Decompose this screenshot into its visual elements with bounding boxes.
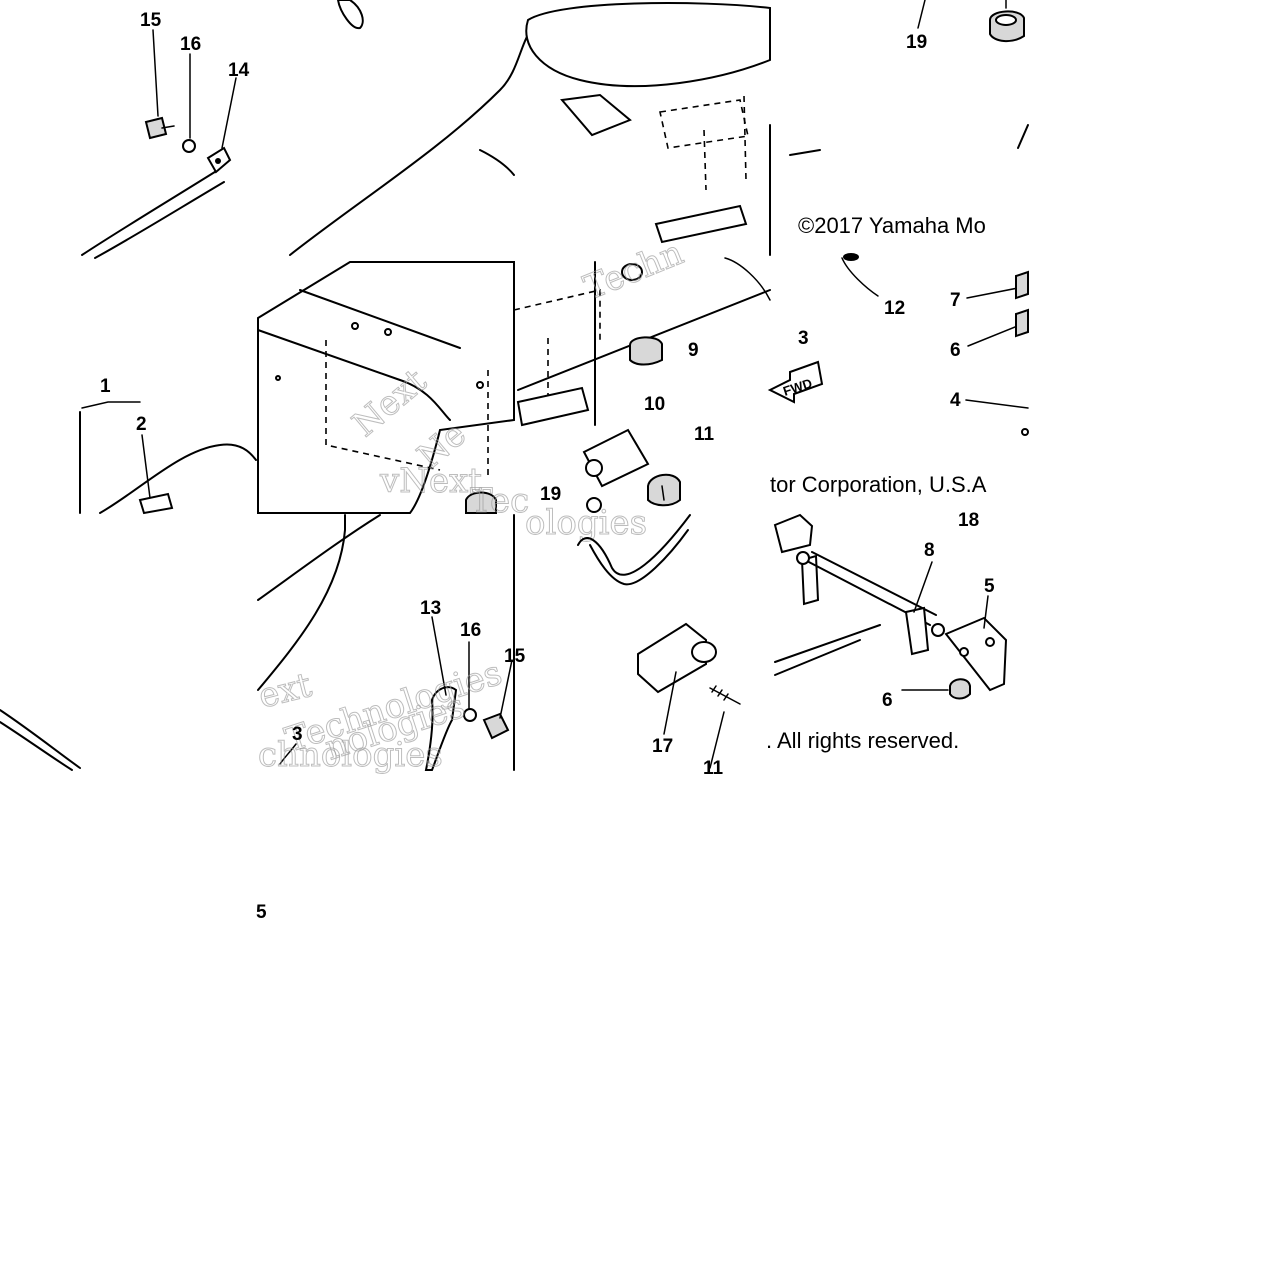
callout-5-left: 5 — [256, 902, 267, 923]
callout-3-lower: 3 — [292, 724, 303, 745]
tile-top-right: ©2017 Yamaha Mo — [789, 0, 1029, 238]
seat-hook — [560, 93, 632, 137]
callout-3-upper: 3 — [798, 328, 809, 349]
callout-19-mid: 19 — [540, 484, 561, 505]
fwd-arrow-icon — [767, 360, 824, 404]
watermark-ologies: ologies — [525, 503, 647, 543]
callout-11-lower: 11 — [703, 758, 724, 779]
tile-right-middle: tor Corporation, U.S.A — [770, 253, 1029, 497]
copyright-notice-line2: tor Corporation, U.S.A — [770, 472, 987, 497]
damper-pad-2 — [516, 386, 590, 427]
callout-6-lower: 6 — [882, 690, 893, 711]
tile-center: vNext Tec — [257, 261, 530, 522]
damper-rubber — [629, 336, 663, 366]
callout-19-top: 19 — [906, 32, 927, 53]
watermark-techn: Techn — [578, 233, 688, 309]
bolt-head-2 — [482, 712, 510, 740]
callout-5-right: 5 — [984, 576, 995, 597]
watermark-chnologies: chnologies — [258, 735, 443, 775]
damper-pad — [654, 204, 748, 244]
callout-12: 12 — [884, 298, 905, 319]
copyright-notice-line1: ©2017 Yamaha Mo — [798, 213, 986, 238]
hinge-bracket-left — [773, 513, 814, 554]
callout-14: 14 — [228, 60, 250, 81]
grommet-ring — [621, 263, 643, 281]
tile-lower-right-center — [577, 514, 741, 769]
callout-6-upper: 6 — [950, 340, 961, 361]
watermark-ext: ext — [255, 665, 316, 717]
tile-lower-left — [0, 709, 81, 771]
bolt-head — [144, 116, 168, 140]
callout-11: 11 — [694, 424, 715, 445]
callout-15-lower: 15 — [504, 646, 526, 667]
washer — [182, 139, 196, 153]
rear-grab-bar — [81, 169, 219, 256]
callout-2: 2 — [136, 414, 147, 435]
watermark-vnext: vNext — [379, 461, 482, 501]
fwd-label: FWD — [781, 375, 814, 398]
callout-9: 9 — [688, 340, 699, 361]
callout-1: 1 — [100, 376, 111, 397]
callout-16-top: 16 — [180, 34, 201, 55]
watermark-tec: Tec — [470, 481, 529, 521]
rear-grab-bar-edge — [94, 181, 225, 259]
seat-cushion — [525, 2, 771, 88]
callout-16-lower: 16 — [460, 620, 481, 641]
key-cylinder — [647, 473, 681, 507]
callout-4: 4 — [950, 390, 961, 411]
callout-labels: 15 16 14 19 1 2 12 7 6 4 3 9 10 11 19 18… — [100, 10, 995, 923]
callout-10: 10 — [644, 394, 665, 415]
hinge-collar — [904, 606, 930, 656]
seat-rear — [257, 261, 515, 514]
nut-top — [336, 0, 364, 30]
lock-striker — [637, 622, 707, 694]
tile-top-middle — [289, 0, 771, 256]
callout-7: 7 — [950, 290, 961, 311]
callout-18: 18 — [958, 510, 979, 531]
seat-lock-body — [582, 428, 650, 488]
callout-13: 13 — [420, 598, 441, 619]
tile-top-left — [81, 29, 237, 259]
callout-8: 8 — [924, 540, 935, 561]
hinge-bracket-right — [944, 616, 1008, 692]
seat-latch-bracket — [138, 492, 174, 515]
callout-17: 17 — [652, 736, 673, 757]
callout-15-top: 15 — [140, 10, 162, 31]
copyright-notice-line3: . All rights reserved. — [766, 728, 959, 753]
tile-middle-left — [79, 401, 257, 515]
tile-lower-right: . All rights reserved. — [766, 513, 1008, 753]
